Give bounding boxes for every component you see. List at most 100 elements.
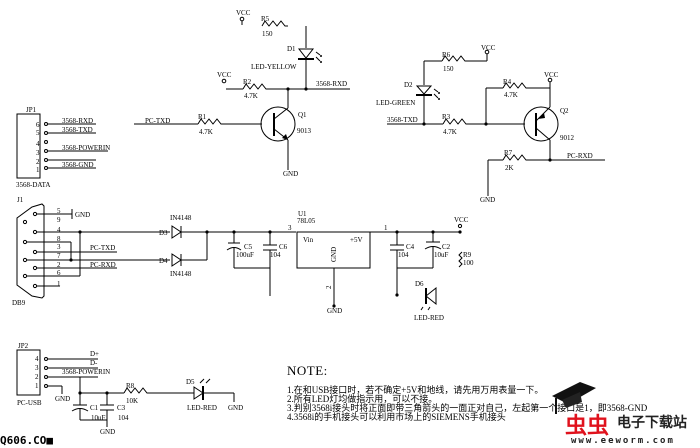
q2-label: Q2: [560, 107, 569, 115]
q1-label: Q1: [298, 111, 307, 119]
gnd-label: GND: [100, 428, 115, 436]
note-line: 1.在和USB接口时，若不确定+5V和地线，请先用万用表量一下。: [287, 385, 544, 395]
pin-number: 2: [36, 158, 40, 166]
resistor-r1: [197, 118, 224, 125]
diode-d3: [171, 225, 182, 239]
vcc-terminal: [221, 78, 227, 84]
d2-label: D2: [404, 81, 413, 89]
pin-number: 2: [57, 261, 61, 269]
q2-type: 9012: [560, 134, 575, 142]
resistor-r9: [458, 251, 463, 268]
c2-value: 10uF: [434, 251, 449, 259]
led-d6: [420, 286, 437, 311]
diode-type: IN4148: [170, 214, 192, 222]
graduation-cap-icon: [552, 382, 596, 414]
q1-type: 9013: [297, 127, 312, 135]
c5-label: C5: [244, 243, 253, 251]
transistor-q2: [523, 106, 559, 142]
q2-circuit: VCC R6 150 D2 LED-GREEN 3568-TXD R3 4.7K…: [376, 44, 605, 204]
pin-number: 5: [57, 207, 61, 215]
r3-value: 4.7K: [443, 128, 457, 136]
led-d2: [415, 85, 440, 100]
d1-type: LED-YELLOW: [251, 63, 297, 71]
pin-number: 1: [35, 382, 39, 390]
resistor-r7: [502, 154, 532, 161]
power-supply-circuit: IN4148 D3 IN4148 D4 C5 100uF C6 104 U1 7…: [159, 210, 474, 322]
c2-label: C2: [442, 243, 451, 251]
note-title: NOTE:: [287, 363, 328, 378]
notes-section: NOTE: 1.在和USB接口时，若不确定+5V和地线，请先用万用表量一下。 2…: [287, 363, 647, 422]
vcc-label: VCC: [481, 44, 496, 52]
pin-number: 4: [35, 355, 39, 363]
resistor-r2: [242, 83, 270, 90]
resistor-r4: [502, 82, 532, 89]
watermark-left: Q606.CO■: [0, 434, 53, 447]
pin-number: 6: [57, 269, 61, 277]
gnd-label: GND: [480, 196, 495, 204]
brand-name: 电子下载站: [617, 415, 687, 431]
pin-number: 3: [288, 224, 292, 232]
u1-vin: Vin: [303, 236, 314, 244]
j1-name: DB9: [12, 299, 26, 307]
led-d1: [297, 48, 322, 63]
r5-label: R5: [261, 15, 270, 23]
diode-type: IN4148: [170, 270, 192, 278]
vcc-label: VCC: [454, 216, 469, 224]
d1-label: D1: [287, 45, 296, 53]
c1-label: C1: [90, 404, 99, 412]
net-pc-txd: PC-TXD: [90, 244, 115, 252]
net-label: 3568-RXD: [62, 117, 93, 125]
pin-number: 7: [57, 252, 61, 260]
c3-value: 104: [118, 414, 129, 422]
d6-label: D6: [415, 280, 424, 288]
r2-label: R2: [243, 78, 252, 86]
net-pc-rxd: PC-RXD: [567, 152, 593, 160]
j1-label: J1: [17, 196, 24, 204]
pin-number: 1: [384, 224, 388, 232]
c1-value: 10uF: [91, 414, 106, 422]
vcc-terminal: [484, 49, 490, 55]
gnd-label: GND: [228, 404, 243, 412]
d5-label: D5: [186, 378, 195, 386]
gnd-label: GND: [55, 395, 70, 403]
net-pc-rxd: PC-RXD: [90, 261, 116, 269]
brand-url: www.eeworm.com: [571, 436, 675, 446]
c5-value: 100uF: [236, 251, 254, 259]
c3-label: C3: [117, 404, 126, 412]
pin-number: 2: [325, 285, 333, 289]
gnd-label: GND: [327, 307, 342, 315]
r7-value: 2K: [505, 164, 514, 172]
jp2-label: JP2: [18, 342, 29, 350]
jp1-label: JP1: [26, 106, 37, 114]
vcc-terminal: [547, 77, 553, 83]
net-label: 3568-GND: [62, 161, 94, 169]
resistor-r6: [441, 55, 470, 62]
r8-value: 10K: [126, 397, 138, 405]
pin-number: 1: [36, 166, 40, 174]
jp2-name: PC-USB: [17, 399, 42, 407]
r4-value: 4.7K: [504, 91, 518, 99]
vcc-label: VCC: [217, 71, 232, 79]
net-3568-rxd: 3568-RXD: [316, 80, 347, 88]
led-d5: [193, 378, 211, 400]
d6-type: LED-RED: [414, 314, 444, 322]
resistor-r5: [261, 20, 288, 27]
c4-value: 104: [398, 251, 409, 259]
c4-label: C4: [406, 243, 415, 251]
gnd-label: GND: [75, 211, 90, 219]
c6-label: C6: [279, 243, 288, 251]
note-line: 2.所有LED灯均做指示用，可以不接。: [287, 394, 438, 404]
pin-number: 4: [57, 226, 61, 234]
connector-j1-db9: J1 DB9 5 9 4 8 3 7 2 6 1 GND: [12, 196, 170, 307]
net-label: 3568-TXD: [62, 126, 93, 134]
vcc-label: VCC: [236, 9, 251, 17]
pin-number: 1: [57, 280, 61, 288]
q1-circuit: VCC R5 150 D1 LED-YELLOW VCC R2 4.7K 356…: [134, 9, 350, 178]
u1-type: 78L05: [297, 217, 316, 225]
r7-label: R7: [504, 149, 513, 157]
note-line: 4.3568i的手机接头可以利用市场上的SIEMENS手机接头: [287, 412, 506, 422]
r2-value: 4.7K: [244, 92, 258, 100]
gnd-label: GND: [283, 170, 298, 178]
bug-logo-icon: 虫虫: [565, 414, 610, 439]
